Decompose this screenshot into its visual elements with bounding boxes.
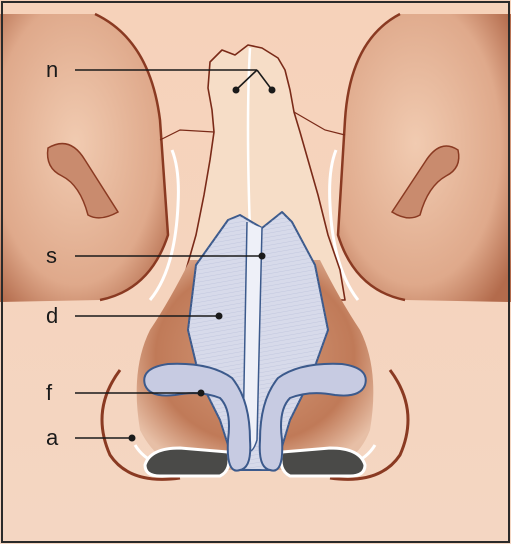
dot-n-right bbox=[269, 87, 276, 94]
left-nostril bbox=[145, 448, 229, 476]
label-s: s bbox=[46, 243, 57, 268]
label-n: n bbox=[46, 57, 58, 82]
dot-f bbox=[198, 390, 205, 397]
label-f: f bbox=[46, 380, 53, 405]
label-d: d bbox=[46, 303, 58, 328]
label-a: a bbox=[46, 425, 59, 450]
dot-s bbox=[259, 253, 266, 260]
dot-d bbox=[216, 313, 223, 320]
dot-n-left bbox=[233, 87, 240, 94]
dot-a bbox=[129, 435, 136, 442]
right-orbit bbox=[338, 14, 511, 302]
right-nostril bbox=[281, 448, 365, 476]
